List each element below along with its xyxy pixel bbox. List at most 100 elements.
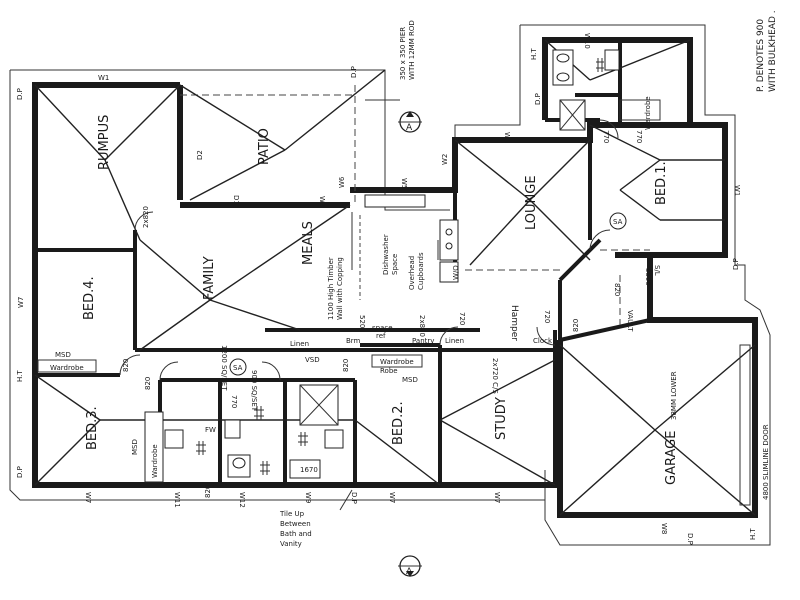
note-broom: Brm: [346, 337, 361, 345]
window-w2: W2: [441, 154, 449, 165]
note-timber-wall: 1100 High Timber: [327, 257, 335, 320]
note-sa-2: SA: [613, 218, 623, 226]
downpipe-sw: D.P: [16, 466, 24, 478]
window-w12: W12: [238, 492, 246, 508]
ensuite-toilet: [604, 49, 620, 71]
window-w7-south-b: W7: [388, 492, 396, 503]
room-bed1: BED.1.: [654, 161, 669, 205]
dim-3300: 3300: [644, 268, 652, 286]
window-w7-west: W7: [17, 297, 25, 308]
note-wardrobe-bed2: Wardrobe: [380, 358, 414, 366]
note-dishwasher-2: Space: [391, 254, 399, 275]
dim-2x820-family: 2x820: [142, 206, 150, 228]
window-w3: W3: [318, 196, 326, 207]
note-msd-bed3: MSD: [131, 439, 139, 455]
leader-lines: [339, 99, 439, 511]
note-tile: Tile Up: [279, 510, 305, 518]
note-wo: W/O: [452, 265, 460, 280]
note-msd-bed2: MSD: [402, 376, 418, 384]
note-pantry: Pantry: [412, 337, 434, 345]
note-dishwasher: Dishwasher: [382, 234, 390, 275]
section-label-top: A: [406, 123, 413, 133]
downpipe-garage: D.P: [686, 533, 694, 545]
dimensions: 820 820 820 820 820 820 720 720 770 770 …: [122, 130, 652, 498]
note-robe: Robe: [380, 367, 398, 375]
note-tile-2: Between: [280, 520, 311, 528]
hosetap-west: H.T: [16, 370, 24, 382]
note-msd-bed4: MSD: [55, 351, 71, 359]
window-tags: W1 W1 W1 W2 W3 W5 W6 W7 W7 W7 W7 W8 W9 W…: [17, 33, 741, 534]
dim-820-bed4: 820: [122, 359, 130, 372]
dim-1200-sqset: 1200 SQ/SET: [220, 345, 228, 391]
note-vault: VAULT: [626, 310, 634, 332]
room-rumpus: RUMPUS: [97, 115, 112, 170]
dim-1670: 1670: [300, 466, 318, 474]
downpipe-bed1: D.P: [732, 258, 740, 270]
downpipe-tags: D.P D.P D.P D.P D.P D.P D.P H.T H.T H.T …: [16, 48, 757, 577]
dim-820-garage: 820: [572, 319, 580, 332]
note-wardrobe-bed4: Wardrobe: [50, 364, 84, 372]
room-labels: RUMPUS PATIO FAMILY MEALS LOUNGE BED.1. …: [82, 115, 679, 485]
note-dp-bulkhead: WITH BULKHEAD .: [768, 10, 778, 92]
window-w7-south-c: W7: [493, 492, 501, 503]
window-w7-south-a: W7: [84, 492, 92, 503]
room-bed3: BED.3.: [85, 406, 100, 450]
eaves-outline: [9, 24, 771, 546]
window-w8: W8: [660, 523, 668, 534]
note-wardrobe-bed3: Wardrobe: [151, 444, 159, 478]
room-garage: GARAGE: [664, 431, 679, 485]
note-tile-4: Vanity: [280, 540, 302, 548]
note-wardrobe-bed1: Wardrobe: [644, 96, 652, 130]
dim-820-bed1: 820: [613, 283, 621, 296]
dim-2x820-kitchen: 2x820: [418, 315, 426, 337]
plan-notes: 350 x 350 PIER WITH 12MM ROD P. DENOTES …: [50, 10, 778, 548]
note-hamper: Hamper: [509, 305, 519, 341]
dim-900-sqset: 900 SQ/SET: [250, 370, 258, 412]
dim-720-lounge: 720: [458, 312, 466, 325]
dim-520: 520: [358, 315, 366, 328]
door-d2: D2: [196, 150, 204, 160]
bed3-wardrobe: [144, 411, 164, 483]
window-w1-lounge: W1: [503, 132, 511, 143]
room-family: FAMILY: [202, 256, 217, 300]
note-linen-2: Linen: [445, 337, 464, 345]
note-fw: FW: [205, 426, 216, 434]
window-w9: W9: [304, 492, 312, 503]
dim-820-bath: 820: [204, 485, 212, 498]
note-fridge-space: space: [372, 324, 393, 332]
window-w11: W11: [173, 492, 181, 508]
dim-770-wardrobe: 770: [635, 130, 643, 143]
dim-720-study: 720: [543, 310, 551, 323]
section-marker-bottom: [398, 555, 422, 577]
door-d1: D1: [232, 195, 240, 205]
note-clock: Clock: [533, 337, 553, 345]
note-sa-1: SA: [233, 364, 243, 372]
note-vsd: VSD: [305, 356, 320, 364]
window-w5: W5: [400, 178, 408, 189]
note-timber-wall-2: Wall with Copping: [336, 257, 344, 320]
dim-2x720: 2x720 C/S: [491, 358, 499, 394]
room-bed2: BED.2.: [391, 401, 406, 445]
downpipe-south: D.P: [350, 492, 358, 504]
room-lounge: LOUNGE: [524, 175, 539, 230]
room-meals: MEALS: [301, 221, 316, 265]
bath: [289, 459, 321, 479]
dim-770-ensuite: 770: [602, 130, 610, 143]
room-study: STUDY: [494, 397, 509, 440]
hidden-lines: [180, 85, 650, 325]
note-overhead: Overhead: [408, 256, 416, 290]
window-w1-rumpus: W1: [98, 74, 109, 82]
note-linen: Linen: [290, 340, 309, 348]
note-dp: P. DENOTES 900: [756, 19, 766, 92]
window-w10: W10: [583, 33, 591, 49]
hosetap-garage: H.T: [749, 528, 757, 540]
note-garage-door: 4800 SLIMLINE DOOR: [762, 424, 770, 500]
dim-820-bed3: 820: [144, 377, 152, 390]
downpipe-nw: D.P: [16, 88, 24, 100]
downpipe-patio: D.P: [350, 66, 358, 78]
note-sl: S/L: [653, 265, 661, 276]
window-w1-bed1: W1: [733, 185, 741, 196]
note-fridge: ref: [376, 332, 386, 340]
room-patio: PATIO: [257, 128, 272, 165]
